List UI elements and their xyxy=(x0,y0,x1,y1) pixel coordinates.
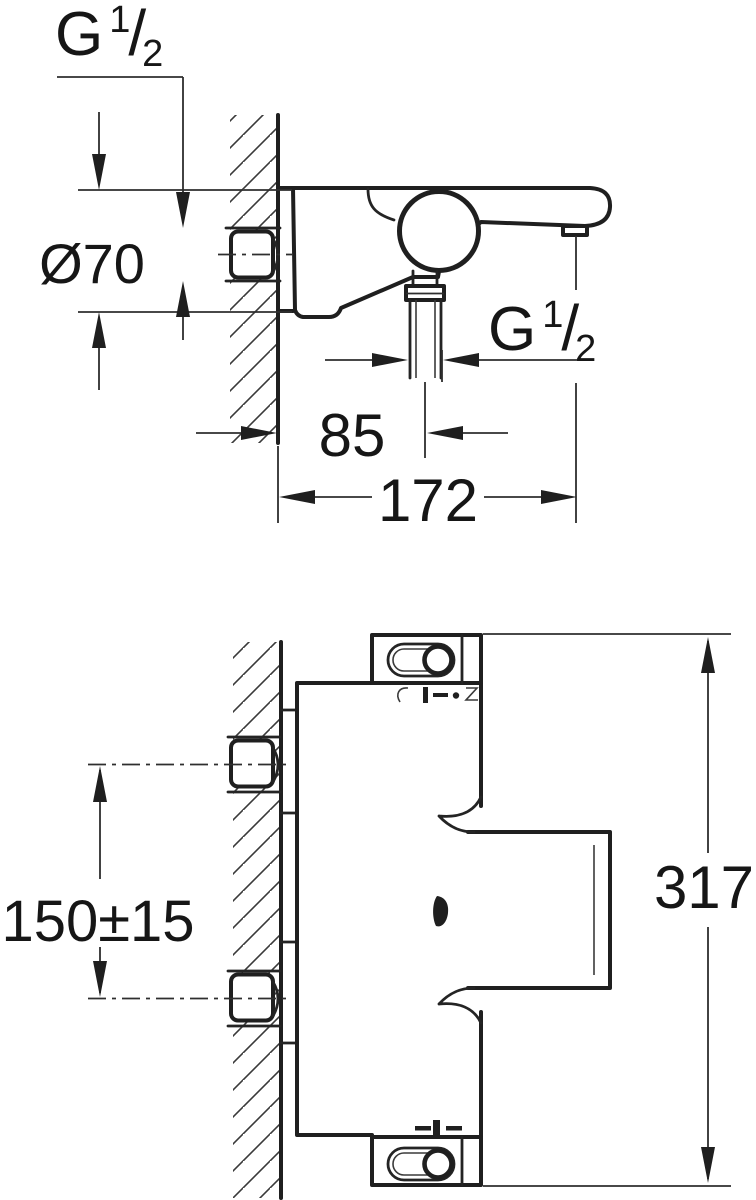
outlet-pipe xyxy=(408,298,443,380)
union-flange-lines-lower xyxy=(226,969,282,1028)
bottom-handle xyxy=(386,1146,456,1182)
index-dash-right xyxy=(446,1126,462,1131)
spout-fillet-curves xyxy=(437,795,483,1025)
index-dash-left xyxy=(415,1126,431,1131)
spout-front xyxy=(437,795,612,1025)
union-bulge-upper xyxy=(271,746,280,784)
front-view-elevation: 150±15 317 xyxy=(1,633,754,1200)
top-handle-knob xyxy=(422,644,454,676)
wall-union-lower xyxy=(226,969,282,1028)
outlet-offset-label: 85 xyxy=(319,402,386,469)
outlet-pipe-thread-lines xyxy=(415,300,436,378)
top-view-dimension-lines xyxy=(57,76,588,523)
union-flange-lines-upper xyxy=(226,735,282,794)
marking-bar xyxy=(423,687,428,703)
marking-dash xyxy=(433,693,448,697)
tub-spout-icon xyxy=(464,687,479,701)
wall-hatching-front xyxy=(233,642,281,1198)
marking-dot xyxy=(452,692,460,699)
mode-markings xyxy=(397,687,479,703)
spout-reach-label: 172 xyxy=(378,467,478,534)
wall-union-upper xyxy=(226,735,282,794)
escutcheon-diameter-label: Ø70 xyxy=(39,232,145,295)
faucet-body-front xyxy=(295,633,612,1187)
shower-icon xyxy=(397,687,409,703)
escutcheon-curve xyxy=(366,187,396,222)
bottom-handle-knob xyxy=(422,1148,454,1180)
spout-aerator xyxy=(561,224,589,237)
union-bulge-lower xyxy=(271,980,280,1018)
index-bar xyxy=(433,1120,440,1135)
top-handle xyxy=(386,642,456,678)
outlet-neck-lines xyxy=(411,269,439,288)
mounting-rungs xyxy=(279,708,299,1045)
temperature-index-mark xyxy=(415,1120,462,1135)
union-centerlines xyxy=(88,763,292,1000)
total-height-label: 317 xyxy=(654,854,754,921)
brand-mark xyxy=(433,896,449,927)
union-nut-lower xyxy=(229,972,275,1023)
thermostat-knob xyxy=(397,189,481,273)
wall-face-line xyxy=(276,113,295,445)
union-flange-lines xyxy=(224,226,282,283)
wall-union-fitting xyxy=(218,226,292,283)
union-nut-upper xyxy=(229,738,275,789)
connection-spacing-label: 150±15 xyxy=(1,889,194,954)
spout-outline xyxy=(466,830,612,990)
top-handle-pill-outer xyxy=(386,642,456,678)
faucet-body-side xyxy=(291,186,613,380)
bottom-handle-pill-outer xyxy=(386,1146,456,1182)
